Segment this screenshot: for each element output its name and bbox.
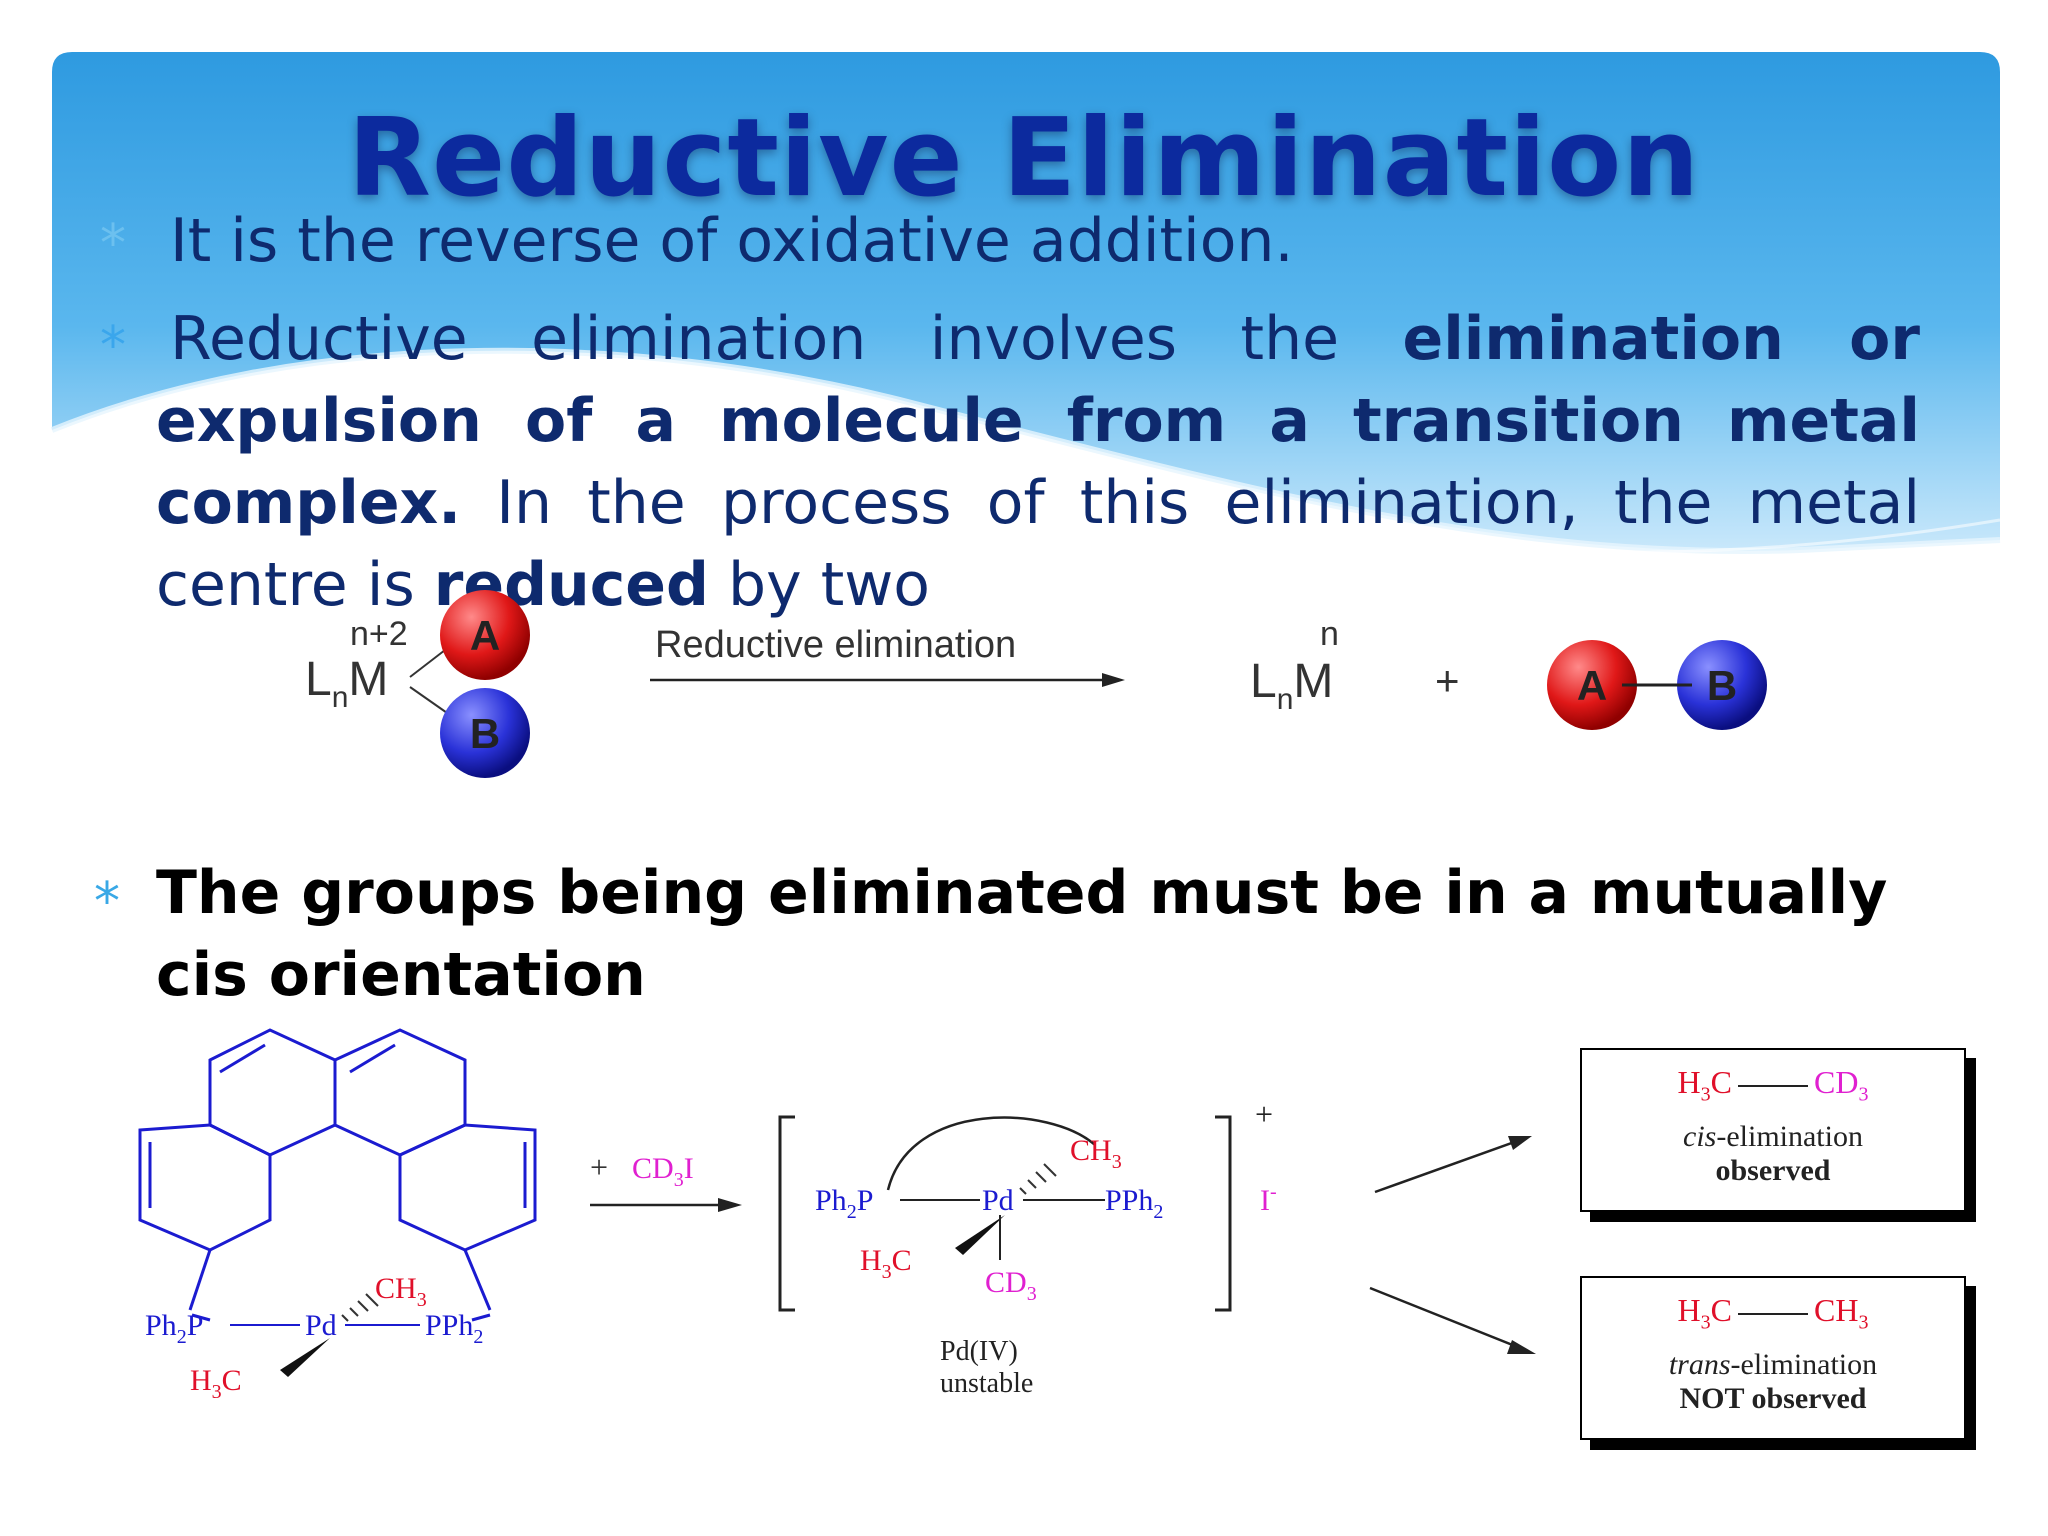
plus-sign: + — [1435, 657, 1460, 704]
bracket-right — [1215, 1115, 1232, 1312]
product-atom-a-ball — [1547, 640, 1637, 730]
methyl-up: CH3 — [1070, 1134, 1122, 1173]
hashed-bond — [1019, 1163, 1057, 1195]
phosphine-backbone — [138, 1028, 537, 1322]
cis-label-rest: -elimination — [1716, 1120, 1863, 1153]
intermediate-caption-1: Pd(IV) — [940, 1336, 1018, 1367]
reagent-plus: + — [590, 1149, 608, 1185]
slide-title: Reductive Elimination — [347, 96, 1701, 221]
arrow-to-cis — [1374, 1138, 1521, 1194]
arrow-label: Reductive elimination — [655, 624, 1016, 666]
methyl-down: H3C — [190, 1364, 242, 1403]
text-run: by two — [708, 550, 930, 620]
intermediate-caption-2: unstable — [940, 1368, 1033, 1399]
product-atom-b-ball — [1677, 640, 1767, 730]
product-metal: LnM — [1250, 655, 1333, 716]
cis-elimination-scheme: Ph2P Pd PPh2 CH3 H3C + CD3I + I- Ph2P Pd… — [138, 1028, 1536, 1403]
reactant-metal: LnM — [305, 653, 388, 714]
methyl-down: H3C — [860, 1244, 912, 1283]
bullet-text-definition: Reductive elimination involves the elimi… — [156, 298, 1920, 626]
product-atom-a-label: A — [1577, 662, 1607, 709]
product-atom-b-label: B — [1707, 662, 1737, 709]
cis-label: cis-elimination — [1582, 1120, 1964, 1154]
product-charge: n — [1320, 615, 1339, 653]
atom-a-label: A — [470, 612, 500, 659]
wedge-bond — [955, 1215, 1005, 1255]
reagent: CD3I — [632, 1152, 694, 1191]
text-run: In the process of this elimination, the … — [156, 468, 1920, 620]
bullet-text-reverse: It is the reverse of oxidative addition. — [170, 206, 1294, 276]
text-run: Reductive elimination involves the — [170, 304, 1403, 374]
ligand-right: PPh2 — [425, 1309, 483, 1348]
trans-label-italic: trans — [1668, 1348, 1731, 1381]
bullet-marker: * — [94, 872, 120, 932]
cis-label-italic: cis — [1683, 1120, 1717, 1153]
cation-charge: + — [1255, 1096, 1273, 1132]
cd3-group: CD3 — [985, 1266, 1037, 1305]
arrow-to-trans — [1369, 1286, 1526, 1352]
methyl-up: CH3 — [375, 1272, 427, 1311]
backbone-arc — [886, 1116, 1096, 1191]
wedge-bond — [280, 1338, 330, 1377]
atom-b-ball — [440, 688, 530, 778]
ligand-left: Ph2P — [145, 1309, 203, 1348]
atom-a-ball — [440, 590, 530, 680]
trans-verdict: NOT observed — [1679, 1382, 1867, 1415]
text-run-bold: elimination or expulsion of a molecule f… — [156, 304, 1920, 538]
bracket-left — [778, 1115, 795, 1312]
bullet-text-cis-orientation: The groups being eliminated must be in a… — [156, 858, 1888, 1010]
metal-pd: Pd — [305, 1309, 337, 1342]
reductive-elimination-scheme: n+2 LnM A B Reductive elimination n LnM … — [305, 590, 1767, 778]
hashed-bond — [341, 1293, 379, 1322]
bullet-marker: * — [100, 214, 126, 274]
reactant-charge: n+2 — [350, 615, 408, 653]
bullet-marker: * — [100, 316, 126, 376]
header-banner — [50, 52, 2001, 554]
metal-pd: Pd — [982, 1184, 1014, 1217]
cis-verdict: observed — [1715, 1154, 1831, 1187]
trans-label: trans-elimination — [1582, 1348, 1964, 1382]
trans-label-rest: -elimination — [1730, 1348, 1878, 1381]
atom-b-label: B — [470, 710, 500, 757]
ligand-left: Ph2P — [815, 1184, 873, 1223]
counter-ion: I- — [1260, 1181, 1277, 1217]
ligand-right: PPh2 — [1105, 1184, 1163, 1223]
